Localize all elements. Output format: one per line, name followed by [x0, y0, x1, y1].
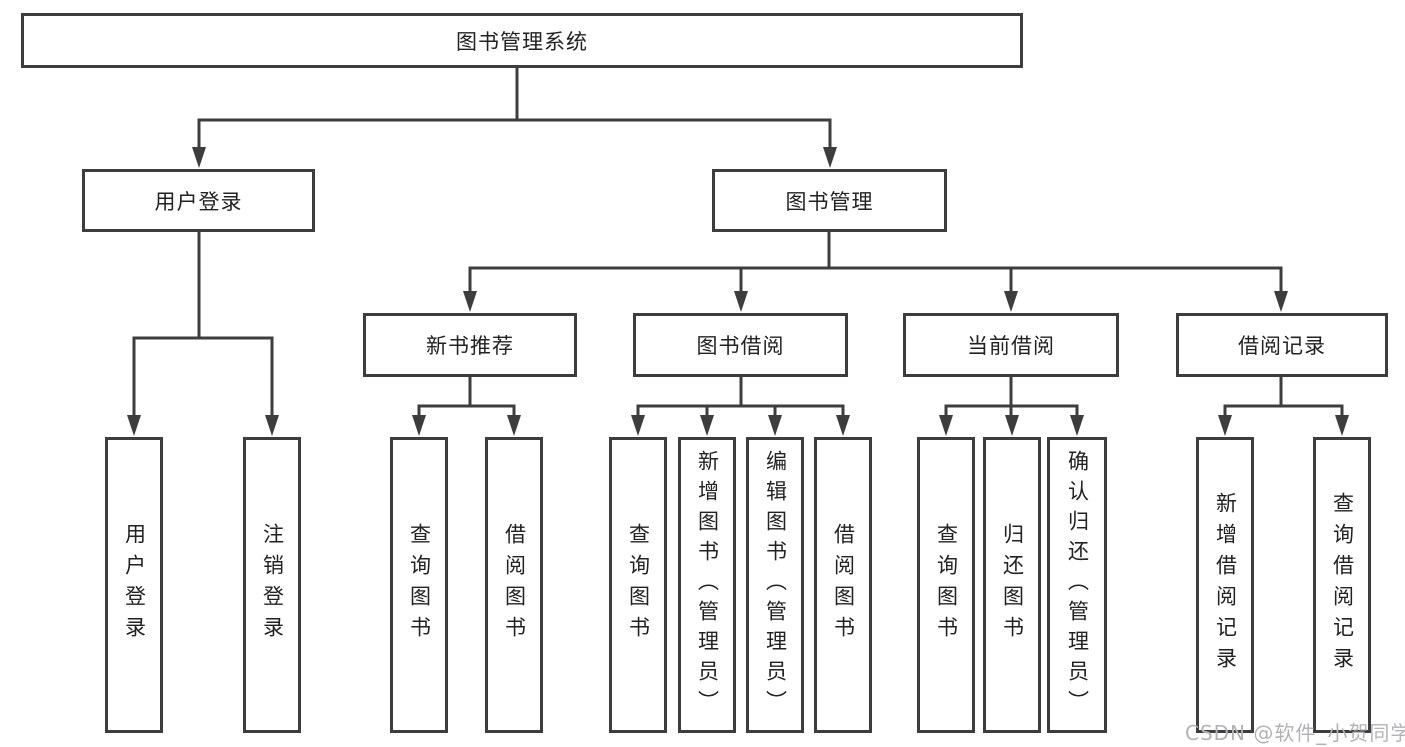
leaf-return-books: 归还图书 — [983, 437, 1041, 733]
leaf-query-books-borrowing: 查询图书 — [609, 437, 667, 733]
leaf-query-books-recommend: 查询图书 — [390, 437, 448, 733]
csdn-watermark: CSDN @软件_小贺同学 — [1185, 721, 1405, 745]
leaf-query-books-current: 查询图书 — [917, 437, 975, 733]
leaf-user-login: 用户登录 — [105, 437, 163, 733]
arrowhead-icons — [127, 147, 1349, 436]
leaf-confirm-return-admin: 确认归还（管理员） — [1047, 437, 1107, 733]
node-borrowing-records: 借阅记录 — [1176, 313, 1388, 377]
leaf-add-borrowing-record: 新增借阅记录 — [1196, 437, 1254, 733]
leaf-borrow-books-borrowing: 借阅图书 — [814, 437, 872, 733]
node-user-login: 用户登录 — [82, 169, 315, 232]
leaf-logout: 注销登录 — [243, 437, 301, 733]
node-current-borrowing: 当前借阅 — [903, 313, 1119, 377]
leaf-borrow-books-recommend: 借阅图书 — [485, 437, 543, 733]
leaf-add-books-admin: 新增图书（管理员） — [678, 437, 736, 733]
node-book-borrowing: 图书借阅 — [633, 313, 848, 377]
node-new-book-recommendation: 新书推荐 — [363, 313, 577, 377]
node-book-management: 图书管理 — [712, 169, 947, 232]
leaf-query-borrowing-record: 查询借阅记录 — [1313, 437, 1371, 733]
node-library-management-system: 图书管理系统 — [21, 13, 1023, 68]
leaf-edit-books-admin: 编辑图书（管理员） — [746, 437, 804, 733]
